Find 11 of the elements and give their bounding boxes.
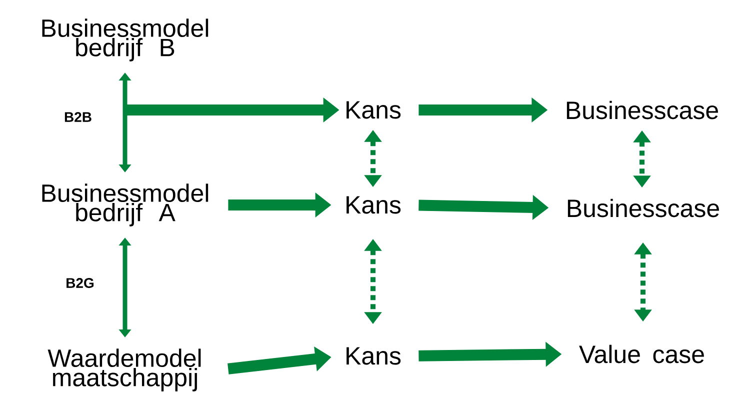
text-label: Businessmodel bedrijf A bbox=[42, 184, 208, 226]
edge-label: B2B bbox=[64, 112, 92, 122]
text-label: Kans bbox=[346, 101, 401, 119]
text-label: Value case bbox=[579, 344, 704, 364]
text-label: Businesscase bbox=[568, 198, 719, 218]
text-label: Businesscase bbox=[566, 100, 718, 120]
text-label: Kans bbox=[346, 347, 401, 365]
text-label: Kans bbox=[346, 196, 401, 214]
edge-label: B2G bbox=[66, 278, 94, 288]
text-label: Waardemodel maatschappij bbox=[48, 348, 201, 392]
text-label: Businessmodel bedrijf B bbox=[42, 18, 208, 62]
